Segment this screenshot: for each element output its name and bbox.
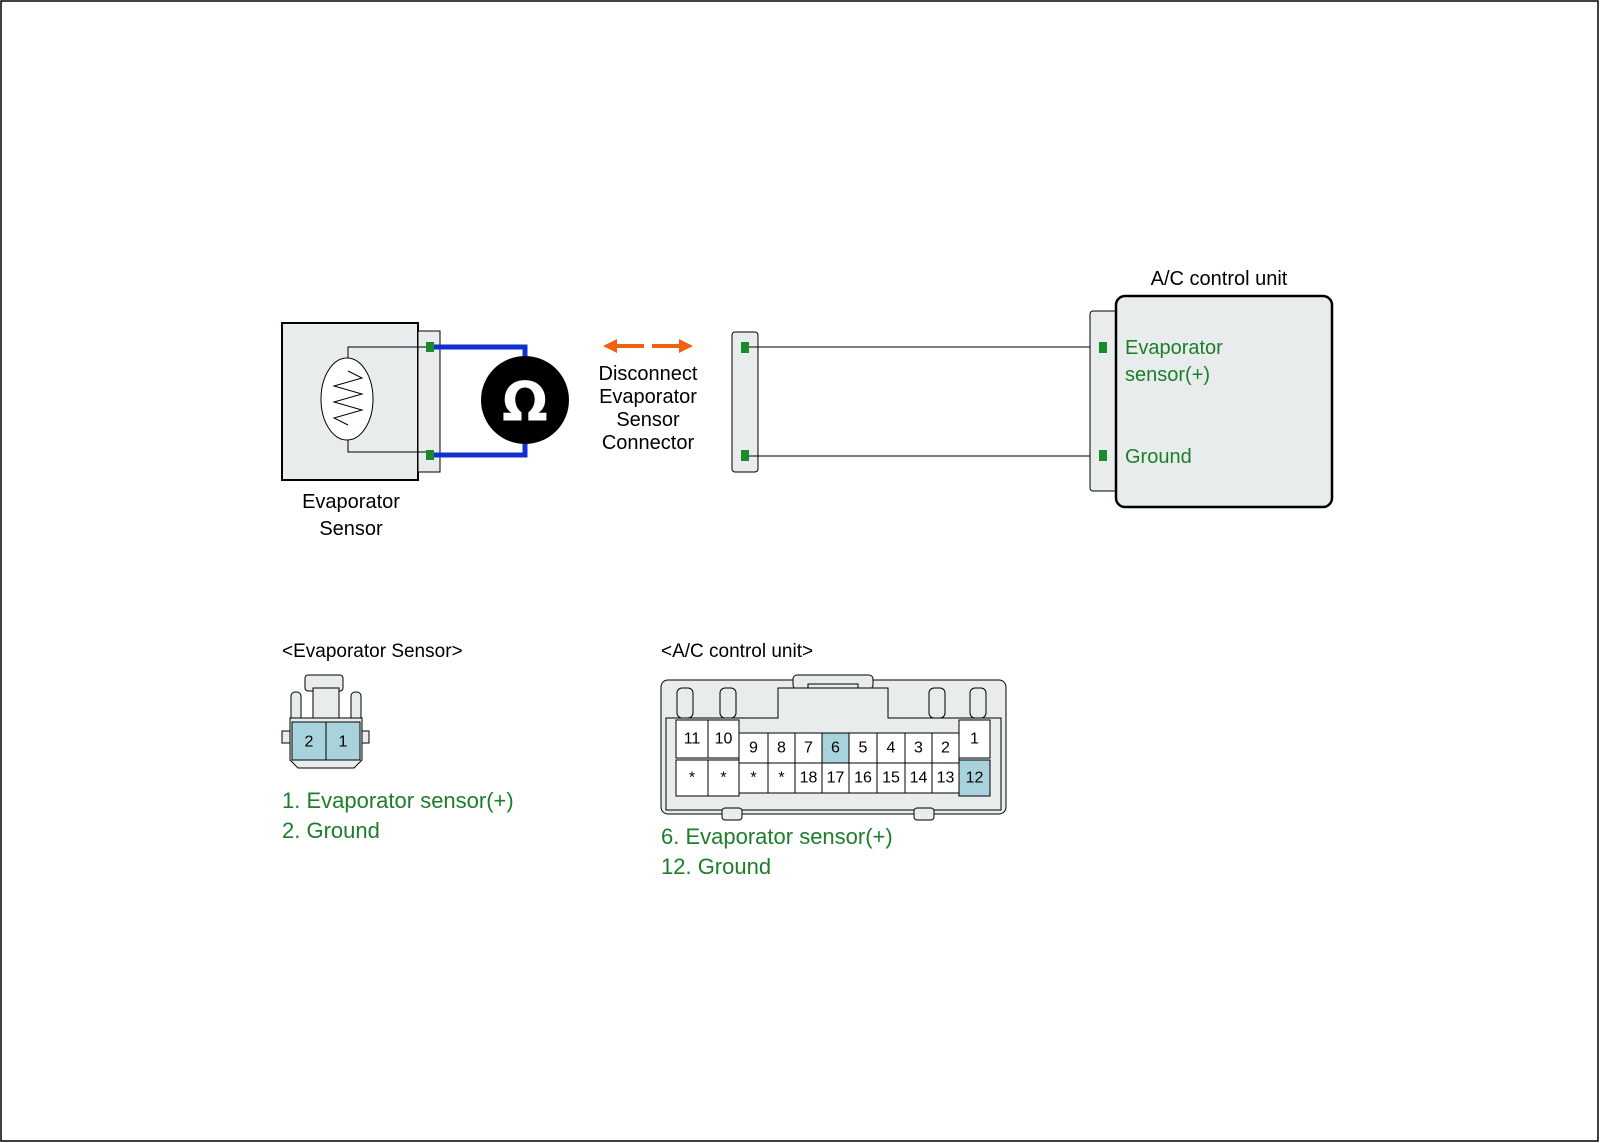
disconnect-text-line3: Sensor: [616, 409, 680, 431]
unit-pin-cell-bottom_row-7: [876, 762, 906, 794]
unit-pin-cell-bottom_row-1: [707, 759, 740, 797]
unit-pin-10: 10: [715, 731, 733, 748]
unit-pin-cell-bottom_row-5: [821, 762, 850, 794]
unit-legend-2: 12. Ground: [661, 854, 771, 879]
unit-pin-cell-top_row-5: [821, 732, 850, 764]
unit-pin-cell-top_row-3: [767, 732, 796, 764]
disconnect-text-line4: Connector: [602, 432, 695, 454]
unit-pin-cell-top_row-10: [958, 719, 991, 759]
unit-pin-cell-bottom_row-0: [675, 759, 709, 797]
unit-pin-cell-top_row-2: [738, 732, 769, 764]
unit-pin-2: 2: [941, 740, 950, 757]
sensor-connector-face: <Evaporator Sensor> 2 1 1. Evaporator se…: [281, 641, 514, 843]
control-unit-title: A/C control unit: [1151, 268, 1288, 290]
sensor-legend-1: 1. Evaporator sensor(+): [282, 788, 514, 813]
unit-pin-7: 7: [804, 740, 813, 757]
unit-pin-plus-line2: sensor(+): [1125, 364, 1210, 386]
unit-pin-cell-bottom_row-9: [931, 762, 960, 794]
sensor-terminal-ground: [426, 450, 434, 460]
sensor-pin-cell-1: [325, 721, 361, 761]
unit-pin-16: 16: [854, 770, 872, 787]
unit-pin-6: 6: [831, 740, 840, 757]
unit-pin-18: 18: [800, 770, 818, 787]
unit-pin-cell-bottom_row-8: [904, 762, 933, 794]
thermistor-icon: [320, 346, 427, 453]
unit-pin-9: 9: [749, 740, 758, 757]
unit-pin-plus-line1: Evaporator: [1125, 337, 1223, 359]
unit-pin-14: 14: [910, 770, 928, 787]
unit-legend-1: 6. Evaporator sensor(+): [661, 824, 893, 849]
unit-pin-cell-top_row-4: [794, 732, 823, 764]
unit-pin-grid: 11 10 9 8 7 6 5 4 3 2 1 * * * * 18 17 16 15 14 13 12: [675, 719, 991, 797]
unit-pin-12: 12: [966, 770, 984, 787]
sensor-pin-2: 2: [305, 734, 314, 751]
unit-pin-cell-bottom_row-6: [848, 762, 878, 794]
unit-pin-17: 17: [827, 770, 845, 787]
unit-terminal-plus: [1099, 342, 1107, 353]
sensor-connector-header: <Evaporator Sensor>: [282, 641, 463, 662]
sensor-pin-1: 1: [339, 734, 348, 751]
arrow-right-icon: [652, 339, 693, 353]
unit-pin-cell-bottom_row-2: [738, 762, 769, 794]
unit-connector-face: <A/C control unit> 11 10 9 8 7 6 5 4 3 2 1 * * * * 18 17…: [660, 641, 1007, 879]
probe-wire-ground: [434, 440, 528, 458]
unit-pin-4: 4: [887, 740, 896, 757]
unit-pin-unused: *: [720, 770, 726, 787]
unit-pin-unused: *: [689, 770, 695, 787]
harness-terminal-plus: [741, 342, 749, 353]
arrow-left-icon: [603, 339, 644, 353]
ohm-symbol: Ω: [502, 371, 548, 434]
harness-connector: [731, 331, 1102, 473]
disconnect-text-line2: Evaporator: [599, 386, 697, 408]
unit-pin-5: 5: [859, 740, 868, 757]
probe-wire-plus: [434, 344, 528, 360]
unit-pin-11: 11: [684, 731, 701, 748]
unit-pin-cell-bottom_row-10: [958, 759, 991, 797]
unit-pin-unused: *: [750, 770, 756, 787]
evaporator-sensor: Evaporator Sensor: [281, 322, 441, 540]
ohmmeter: Ω: [434, 344, 569, 458]
sensor-legend-2: 2. Ground: [282, 818, 380, 843]
unit-pin-cell-bottom_row-4: [794, 762, 823, 794]
unit-pin-8: 8: [777, 740, 786, 757]
unit-pin-cell-top_row-8: [904, 732, 933, 764]
sensor-pin-cell-2: [291, 721, 327, 761]
unit-pin-cell-bottom_row-3: [767, 762, 796, 794]
unit-pin-13: 13: [937, 770, 955, 787]
unit-connector-header: <A/C control unit>: [661, 641, 813, 662]
unit-pin-cell-top_row-6: [848, 732, 878, 764]
ohmmeter-icon: [481, 356, 569, 444]
ac-control-unit: A/C control unit Evaporator sensor(+) Gr…: [1089, 268, 1334, 509]
disconnect-indicator: Disconnect Evaporator Sensor Connector: [599, 339, 698, 454]
unit-pin-ground: Ground: [1125, 446, 1192, 468]
sensor-label-line1: Evaporator: [302, 491, 400, 513]
disconnect-text-line1: Disconnect: [599, 363, 698, 385]
unit-pin-unused: *: [778, 770, 784, 787]
sensor-label-line2: Sensor: [319, 518, 383, 540]
sensor-terminal-plus: [426, 342, 434, 352]
unit-terminal-ground: [1099, 450, 1107, 461]
unit-pin-1: 1: [970, 731, 979, 748]
unit-pin-3: 3: [914, 740, 923, 757]
unit-pin-15: 15: [882, 770, 900, 787]
harness-terminal-ground: [741, 450, 749, 461]
